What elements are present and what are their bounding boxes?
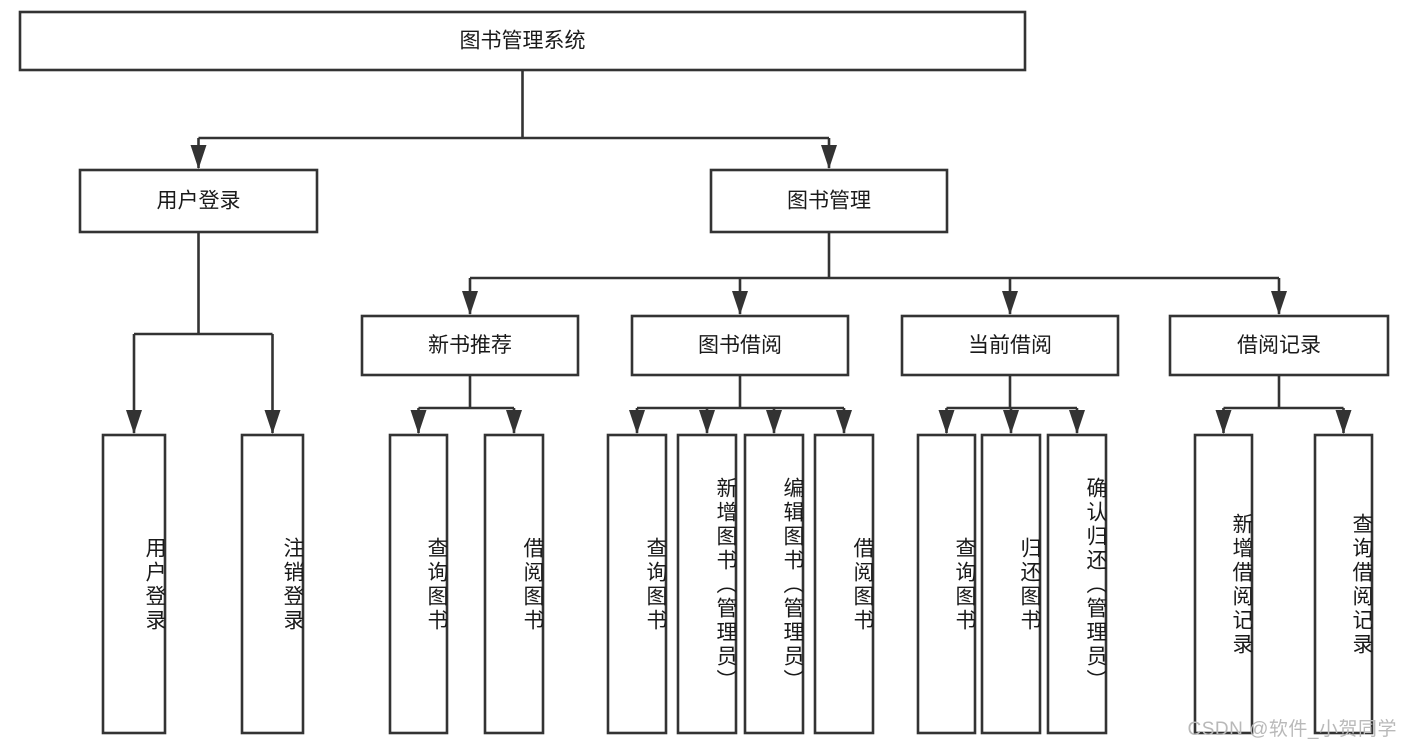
arrow-down-icon <box>126 410 142 434</box>
node-root-label: 图书管理系统 <box>460 30 586 53</box>
node-leaf-box-0[interactable] <box>101 433 167 735</box>
arrow-down-icon <box>821 145 837 169</box>
boxes-layer <box>18 10 1390 735</box>
node-leaf-box-7[interactable] <box>813 433 875 735</box>
arrow-down-icon <box>190 145 207 169</box>
arrow-down-icon <box>1215 410 1232 434</box>
arrow-down-icon <box>410 410 427 434</box>
arrow-down-icon <box>1003 410 1019 434</box>
arrow-down-icon <box>766 410 782 434</box>
arrow-down-icon <box>732 291 748 315</box>
node-level3-box-0[interactable] <box>360 314 580 377</box>
arrow-down-icon <box>1002 291 1018 315</box>
node-level2-label-1: 图书管理 <box>787 190 871 213</box>
arrow-down-icon <box>629 410 645 434</box>
node-leaf-box-8[interactable] <box>916 433 977 735</box>
edges-layer <box>126 70 1352 434</box>
node-level3-box-3[interactable] <box>1168 314 1390 377</box>
node-level2-box-0[interactable] <box>78 168 319 234</box>
node-leaf-box-9[interactable] <box>980 433 1042 735</box>
arrow-down-icon <box>1271 291 1287 315</box>
arrow-down-icon <box>264 410 281 434</box>
arrow-down-icon <box>506 410 522 434</box>
arrow-down-icon <box>938 410 955 434</box>
node-leaf-box-11[interactable] <box>1193 433 1254 735</box>
node-leaf-box-3[interactable] <box>483 433 545 735</box>
node-leaf-box-6[interactable] <box>743 433 805 735</box>
csdn-watermark: CSDN @软件_小贺同学 <box>1187 719 1397 740</box>
node-level3-label-2: 当前借阅 <box>968 334 1052 357</box>
node-level2-box-1[interactable] <box>709 168 949 234</box>
node-leaf-box-12[interactable] <box>1313 433 1374 735</box>
node-leaf-box-4[interactable] <box>606 433 668 735</box>
node-leaf-box-1[interactable] <box>240 433 305 735</box>
node-leaf-box-5[interactable] <box>676 433 738 735</box>
node-leaf-box-2[interactable] <box>388 433 449 735</box>
node-level3-box-2[interactable] <box>900 314 1120 377</box>
node-root-box[interactable] <box>18 10 1027 72</box>
arrow-down-icon <box>836 410 852 434</box>
arrow-down-icon <box>699 410 715 434</box>
node-level2-label-0: 用户登录 <box>157 190 241 213</box>
node-level3-label-1: 图书借阅 <box>698 334 782 357</box>
node-level3-label-3: 借阅记录 <box>1237 334 1321 357</box>
arrow-down-icon <box>462 291 478 315</box>
arrow-down-icon <box>1335 410 1352 434</box>
node-level3-label-0: 新书推荐 <box>428 334 512 357</box>
node-level3-box-1[interactable] <box>630 314 850 377</box>
node-leaf-box-10[interactable] <box>1046 433 1108 735</box>
arrow-down-icon <box>1069 410 1085 434</box>
